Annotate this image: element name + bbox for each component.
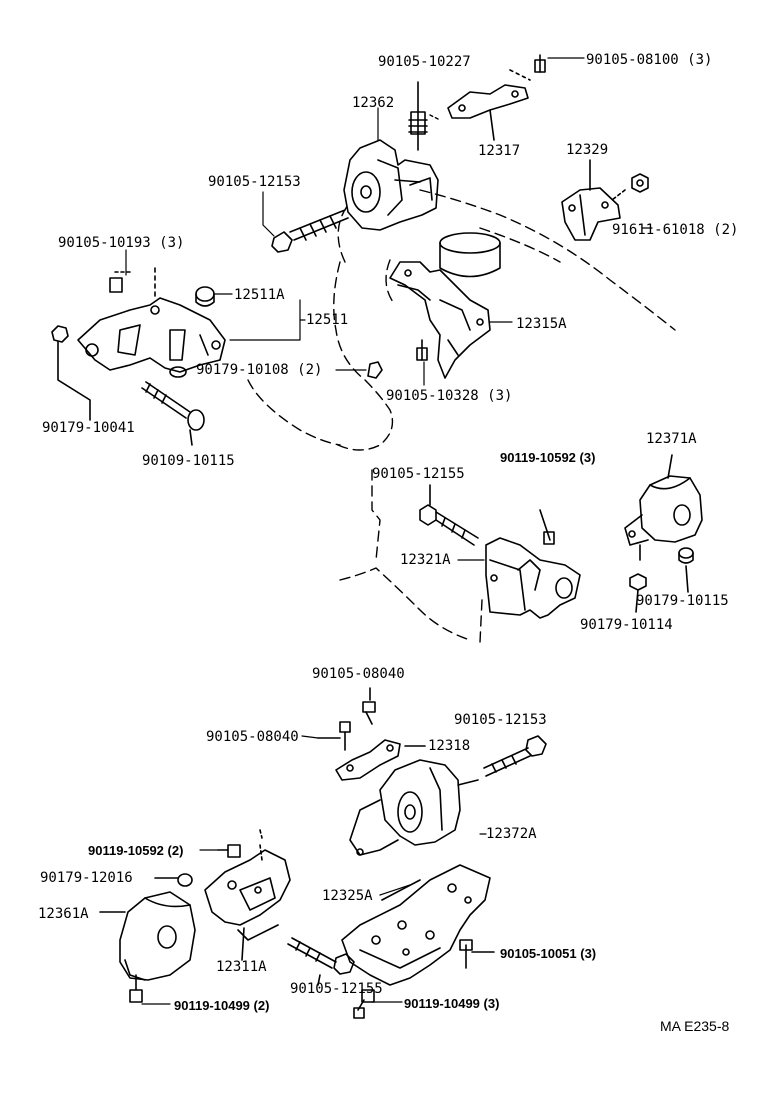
label-90105-08040-a: 90105-08040 [312,666,405,682]
label-90179-10115: 90179-10115 [636,593,729,609]
label-90119-10592-3: 90119-10592 (3) [500,450,596,465]
label-12362: 12362 [352,95,395,111]
nut-90179-12016 [154,873,193,887]
bolt-90119-10592-2 [217,844,241,858]
bolt-90105-12153-low [483,735,547,777]
label-90105-10051: 90105-10051 (3) [500,946,597,961]
bracket-12311A [204,829,291,961]
label-90105-10328: 90105-10328 (3) [386,388,513,404]
bracket-12318 [335,739,426,781]
label-12511: 12511 [306,312,349,328]
label-12361A: 12361A [38,906,89,922]
label-90119-10592-2: 90119-10592 (2) [88,843,184,858]
label-90105-12155-mid: 90105-12155 [372,466,465,482]
bracket-12329 [561,159,649,241]
label-90105-08040-b: 90105-08040 [206,729,299,745]
label-12371A: 12371A [646,431,697,447]
bracket-12317 [447,54,546,141]
label-12317: 12317 [478,143,521,159]
bolt-90105-10051 [459,939,495,969]
label-90119-10499-2: 90119-10499 (2) [174,998,270,1013]
label-90179-10108: 90179-10108 (2) [196,362,323,378]
bolt-90105-12155-mid [419,484,479,546]
bracket-12321A [485,509,581,619]
label-12321A: 12321A [400,552,451,568]
leader-lines [125,57,653,1005]
label-91611-61018: 91611-61018 (2) [612,222,739,238]
label-90109-10115: 90109-10115 [142,453,235,469]
bolt-90105-12153-top [271,209,349,253]
plate-12325A [341,864,491,986]
label-90105-08100: 90105-08100 (3) [586,52,713,68]
label-90105-12153-top: 90105-12153 [208,174,301,190]
label-90105-10227: 90105-10227 [378,54,471,70]
label-12311A: 12311A [216,959,267,975]
label-90105-12153-low: 90105-12153 [454,712,547,728]
bushing-12511A [195,286,215,307]
label-12329: 12329 [566,142,609,158]
bolt-90105-08040-b [317,721,351,751]
label-90179-10041: 90179-10041 [42,420,135,436]
mount-12372A [349,759,479,856]
diagram-code: MA E235-8 [660,1018,730,1034]
label-12325A: 12325A [322,888,373,904]
engine-mount-12362 [343,81,439,231]
label-90179-12016: 90179-12016 [40,870,133,886]
bolt-90105-12155-low [287,937,355,986]
bracket-12315A [389,261,491,379]
bracket-12511 [77,267,226,378]
bolt-90119-10499-3 [353,989,375,1019]
bolt-90105-08040-a [362,687,376,725]
mount-12371A [624,454,703,561]
nut-90179-10114 [629,573,647,613]
label-12511A: 12511A [234,287,285,303]
label-12372A: 12372A [486,826,537,842]
nut-90179-10041 [51,325,91,421]
label-12318: 12318 [428,738,471,754]
label-90105-10193: 90105-10193 (3) [58,235,185,251]
label-90119-10499-3: 90119-10499 (3) [404,996,500,1011]
nut-90179-10108 [367,361,383,379]
mount-12361A [99,891,196,1003]
label-90179-10114: 90179-10114 [580,617,673,633]
label-12315A: 12315A [516,316,567,332]
cylinder-cap [439,232,501,278]
nut-90179-10115 [678,547,694,593]
engine-outline [247,114,676,643]
label-90105-12155-low: 90105-12155 [290,981,383,997]
bolt-90109-10115 [141,381,205,446]
